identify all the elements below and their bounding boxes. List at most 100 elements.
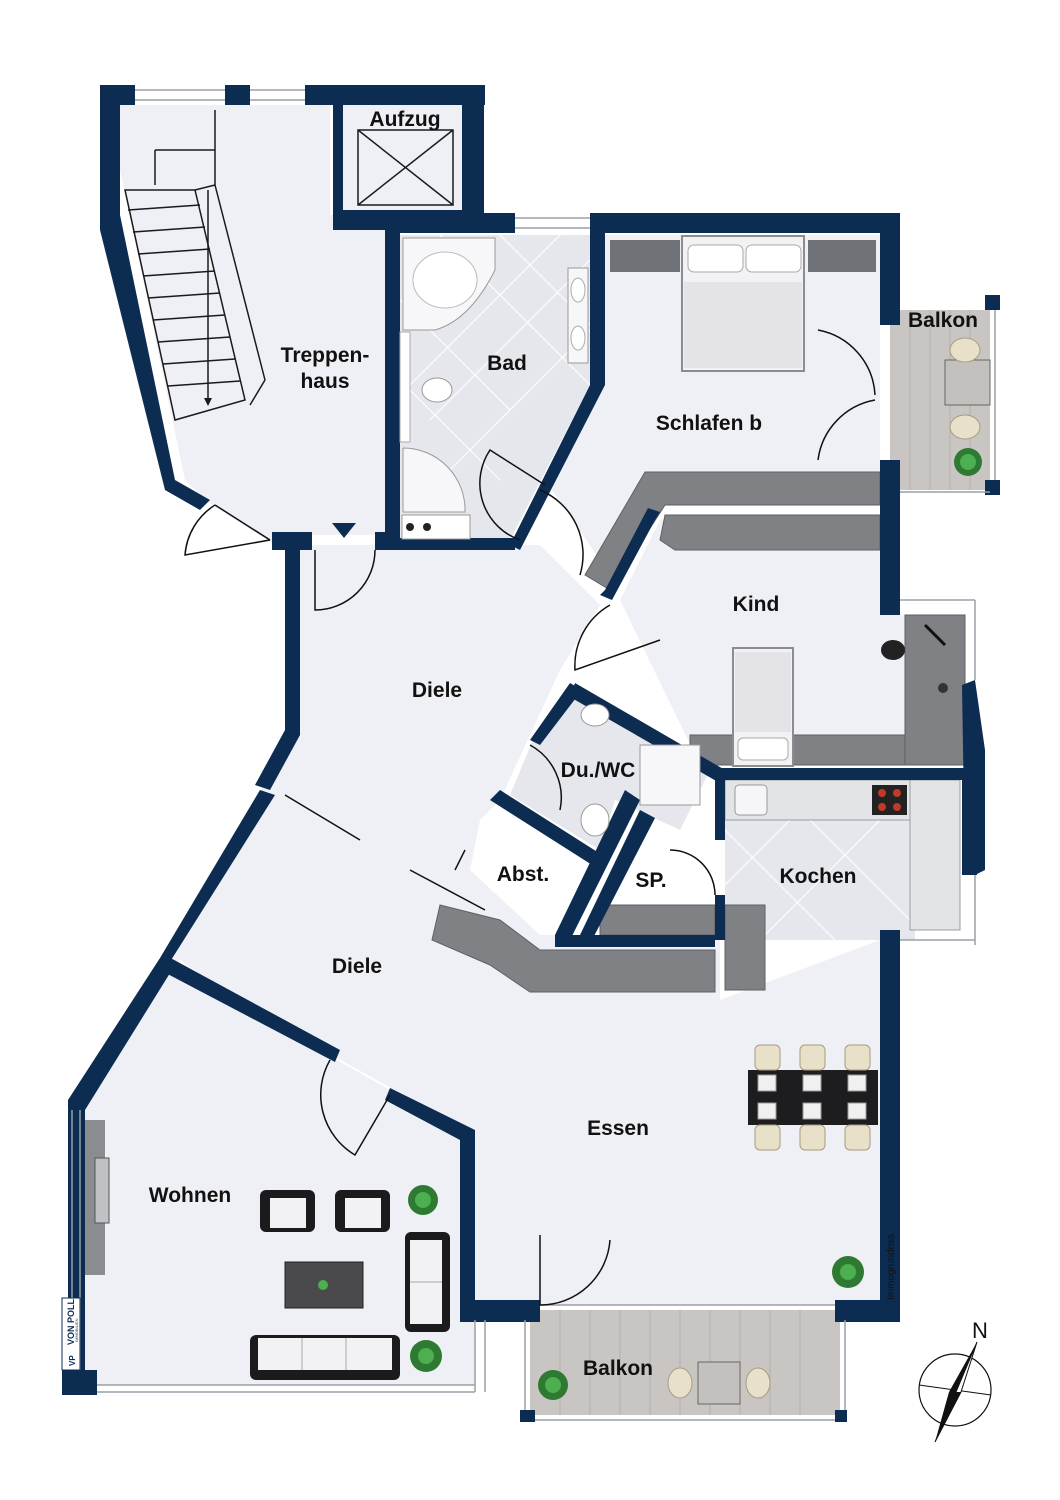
wardrobe-kind (659, 514, 881, 551)
wall-outer-left-b (68, 958, 175, 1370)
wall-bath-bed (510, 230, 605, 550)
entrance-arrow-icon (332, 523, 356, 538)
wall-sp-bottom (555, 935, 715, 947)
logo-mark: VP (68, 1355, 77, 1366)
label-aufzug: Aufzug (369, 108, 440, 131)
counter-kind-low (689, 734, 906, 766)
wall-top-bath (385, 213, 515, 233)
plant-icon (318, 1280, 328, 1290)
compass-icon (918, 1341, 992, 1443)
label-kochen: Kochen (779, 865, 856, 888)
living-furniture (85, 1120, 450, 1380)
shower-bad (402, 447, 466, 513)
wall-kochen-top (715, 768, 965, 780)
kitchen-counters (724, 779, 961, 931)
cooktop (872, 785, 907, 815)
wall-wohnen-top-b (385, 1088, 475, 1305)
wall-bath-bottom (395, 538, 515, 550)
logo-subtext: IMMOBILIEN (74, 1318, 79, 1342)
label-balkon-right: Balkon (908, 309, 978, 332)
plant-icon (408, 1185, 438, 1215)
wall-abst-top (490, 790, 610, 870)
wall-essen-right (880, 930, 900, 1320)
plant-icon (832, 1256, 864, 1288)
wall-diele-left (255, 545, 300, 790)
duwc-fixtures (580, 703, 701, 837)
bed-single (732, 647, 794, 767)
plants (318, 448, 982, 1400)
sink-duwc (580, 703, 610, 727)
staircase (124, 110, 266, 421)
wall-balkon-bottom-r (835, 1410, 847, 1422)
wall-bed-right-a (880, 213, 900, 325)
logo: VON POLL IMMOBILIEN VP (61, 1297, 81, 1371)
floor-balkon-bottom (530, 1310, 840, 1415)
wall-stair-bottom-b (375, 532, 395, 550)
wall-balkon-bottom-l (520, 1410, 535, 1422)
wall-balkon-right-top (985, 295, 1000, 310)
door-kind (574, 604, 661, 672)
counter-diele (431, 904, 716, 993)
counter-kochen-low (724, 904, 766, 991)
wall-sp-left (555, 790, 640, 940)
kitchen-counter-right (904, 614, 966, 766)
door-abst (454, 849, 466, 871)
bath-fixtures (399, 237, 589, 540)
floor-aufzug (340, 105, 465, 210)
wall-outer-left (160, 790, 275, 965)
label-balkon-bottom: Balkon (583, 1357, 653, 1380)
wall-stair-top-b (225, 85, 250, 105)
wall-sp-right-vert (715, 780, 725, 840)
desk-chair (881, 623, 948, 693)
wall-stair-top-a (100, 85, 135, 105)
label-diele-upper: Diele (412, 679, 462, 702)
wall-kind-right (880, 505, 900, 615)
floor-kind (620, 520, 905, 765)
plant-icon (410, 1340, 442, 1372)
label-treppenhaus-1: Treppen- (281, 344, 370, 367)
room-labels: Aufzug Treppen- haus Bad Schlafen b Balk… (149, 108, 978, 1380)
label-treppenhaus-2: haus (300, 370, 349, 393)
kitchen-sink (734, 784, 768, 816)
door-sp (669, 849, 716, 896)
door-wohnen (320, 1059, 391, 1157)
wall-kochen-right (962, 780, 977, 875)
balcony-furniture (667, 337, 991, 1405)
compass-label: N (972, 1318, 988, 1343)
wall-wohnen-top (160, 955, 340, 1062)
wall-bottom-essen (460, 1300, 540, 1322)
doors (184, 329, 876, 1306)
floor-treppenhaus (120, 105, 385, 545)
toilet-bad (421, 377, 453, 403)
bed-double (610, 235, 876, 372)
door-entrance (184, 504, 271, 556)
wall-top-bed (590, 213, 900, 233)
wall-stair-left (100, 85, 210, 510)
tv (94, 1157, 110, 1224)
label-kind: Kind (733, 593, 780, 616)
label-sp: SP. (635, 869, 666, 892)
wall-outer-bottom-left (62, 1370, 97, 1395)
plant-icon (954, 448, 982, 476)
wall-sp-kochen (715, 895, 725, 940)
label-bad: Bad (487, 352, 527, 375)
wall-sp-right (580, 810, 655, 940)
wall-bath-left (385, 213, 400, 548)
door-schlafen (539, 489, 584, 576)
label-diele-lower: Diele (332, 955, 382, 978)
logo-text: VON POLL (66, 1298, 76, 1345)
door-balkon (539, 1235, 611, 1306)
floor-wohnen (85, 965, 460, 1385)
wall-bed-right-b (880, 460, 900, 505)
built-in-cabinets (431, 471, 966, 993)
wall-stair-bottom (272, 532, 312, 550)
shower-duwc (639, 744, 701, 806)
wall-kind-left (600, 508, 660, 600)
watermark-text: Immogrundriss (886, 1234, 897, 1300)
door-duwc (529, 744, 563, 811)
wall-stair-top-c (305, 85, 485, 105)
wall-duwc-left (530, 683, 582, 745)
label-du-wc: Du./WC (561, 759, 636, 782)
wall-elevator-right (462, 85, 484, 220)
walls (62, 85, 1000, 1422)
